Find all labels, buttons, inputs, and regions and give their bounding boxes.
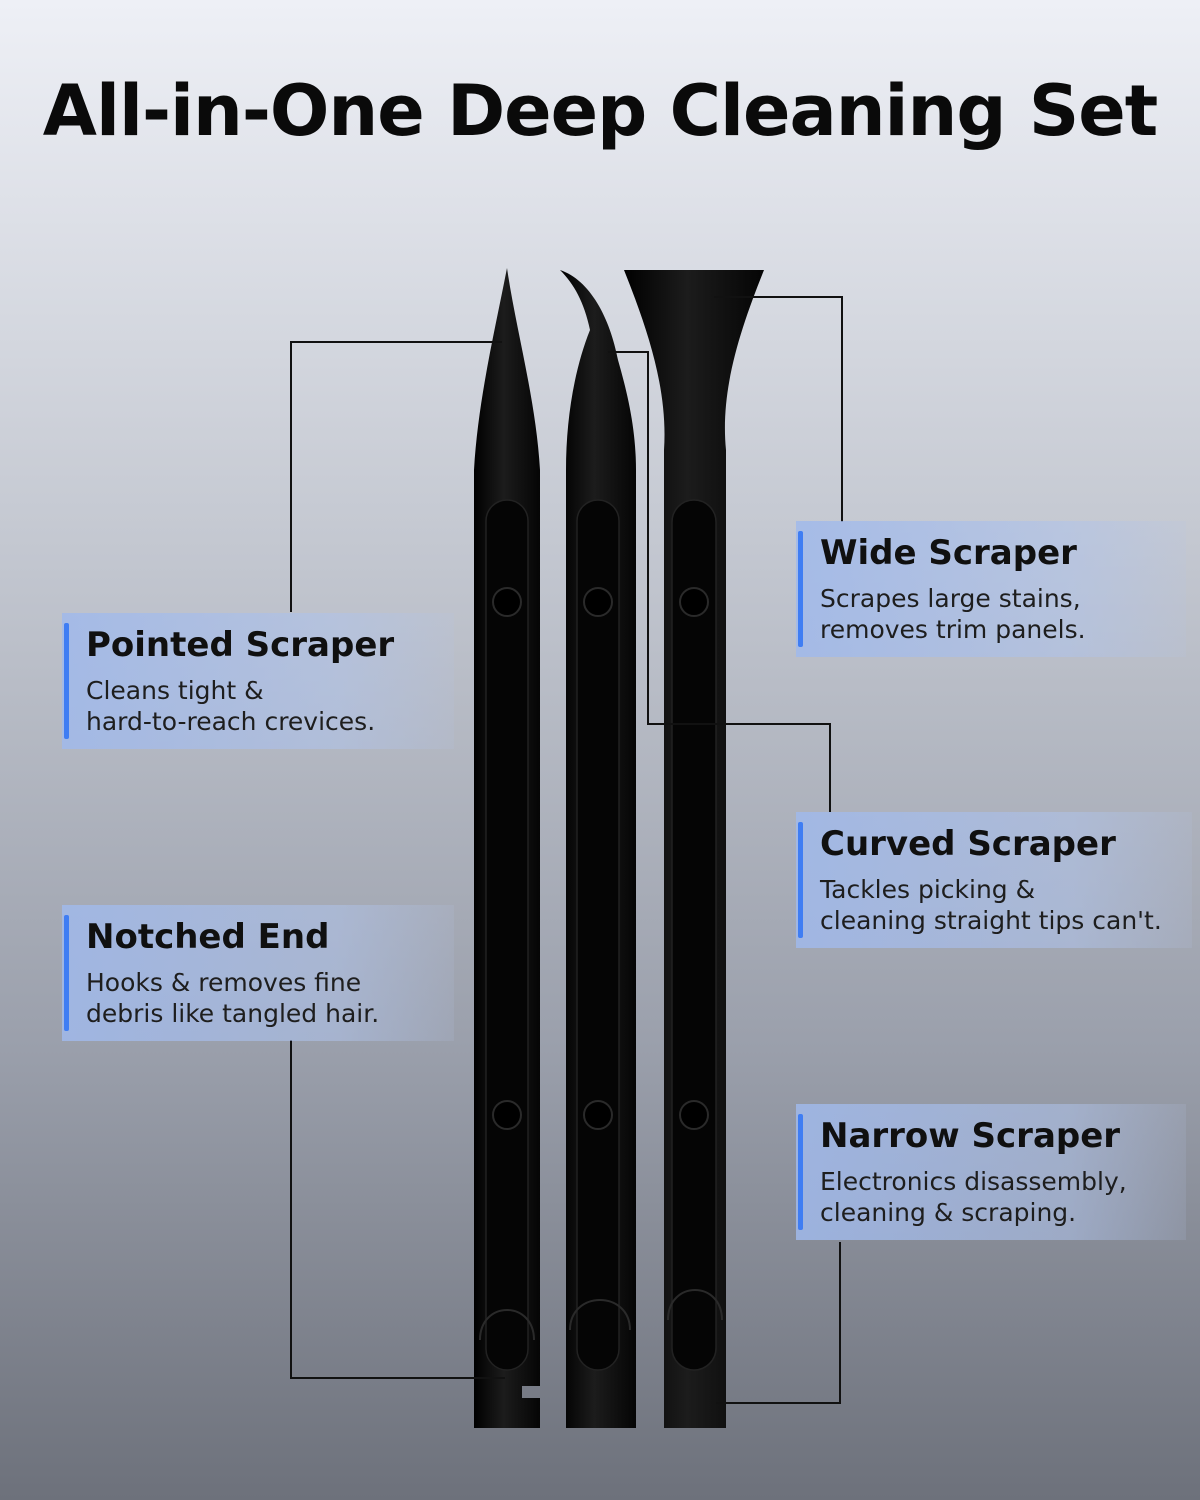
leader-lines [290, 296, 843, 1404]
callout-heading: Pointed Scraper [86, 625, 395, 665]
leader-line-pointed [290, 341, 502, 612]
callout-heading: Narrow Scraper [820, 1116, 1121, 1156]
callout-description-line: removes trim panels. [820, 615, 1086, 644]
callout-description-line: hard-to-reach crevices. [86, 707, 376, 736]
callout-narrow-scraper: Narrow Scraper Electronics disassembly, … [796, 1104, 1186, 1240]
callout-heading: Notched End [86, 917, 330, 957]
pointed-scraper-tool [474, 268, 540, 1428]
callout-pointed-scraper: Pointed Scraper Cleans tight & hard-to-r… [62, 613, 454, 749]
callout-description-line: Electronics disassembly, [820, 1167, 1127, 1196]
callout-curved-scraper: Curved Scraper Tackles picking & cleanin… [796, 812, 1192, 948]
callout-description-line: Hooks & removes fine [86, 968, 362, 997]
leader-line-wide [714, 296, 843, 522]
callout-description-line: cleaning & scraping. [820, 1198, 1077, 1227]
page-title: All-in-One Deep Cleaning Set [42, 70, 1158, 152]
leader-line-narrow [716, 1242, 841, 1404]
callout-wide-scraper: Wide Scraper Scrapes large stains, remov… [796, 521, 1186, 657]
callout-description-line: Tackles picking & [820, 875, 1036, 904]
leader-line-curved [608, 351, 831, 812]
callout-heading: Curved Scraper [820, 824, 1116, 864]
callout-notched-end: Notched End Hooks & removes fine debris … [62, 905, 454, 1041]
callout-description-line: Cleans tight & [86, 676, 264, 705]
callout-description-line: Scrapes large stains, [820, 584, 1081, 613]
curved-scraper-tool [560, 270, 636, 1428]
leader-line-notched [290, 1040, 505, 1379]
wide-scraper-tool [624, 270, 764, 1428]
callout-description-line: debris like tangled hair. [86, 999, 380, 1028]
callout-description-line: cleaning straight tips can't. [820, 906, 1162, 935]
callout-heading: Wide Scraper [820, 533, 1077, 573]
